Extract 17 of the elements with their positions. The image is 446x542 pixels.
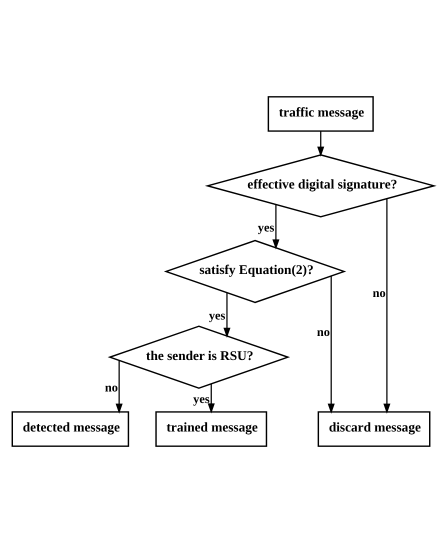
node-box: traffic message (268, 96, 374, 132)
arrow (317, 130, 324, 156)
arrow (116, 360, 123, 414)
edge-label: no (316, 324, 330, 338)
arrow (272, 204, 280, 250)
node-diamond: effective digital signature? (204, 154, 437, 217)
arrow (223, 292, 230, 338)
arrow (208, 383, 215, 414)
node-box: trained message (155, 410, 268, 446)
edge-label: yes (193, 391, 210, 406)
node-box: discard message (318, 410, 430, 446)
edge-label: yes (208, 308, 226, 322)
node-box: detected message (12, 410, 130, 446)
edge-label: no (372, 286, 386, 300)
arrow (328, 276, 335, 414)
edge-label: yes (258, 220, 274, 234)
arrow (383, 198, 390, 414)
